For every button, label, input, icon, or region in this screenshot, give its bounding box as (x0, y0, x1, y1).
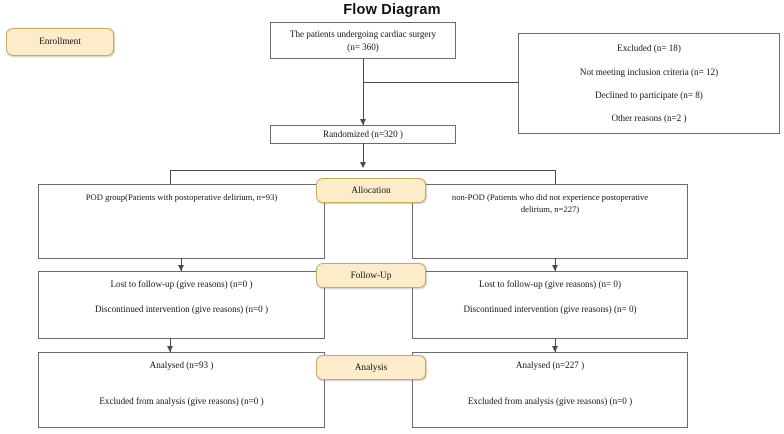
connector-split-left (170, 170, 171, 184)
node-analysis-left-line-2: Excluded from analysis (give reasons) (n… (99, 396, 264, 407)
stage-pill-allocation-label: Allocation (351, 185, 391, 196)
node-nonpod-group-line-2: delirium, n=227) (520, 203, 580, 214)
arrow-followup-to-analysis-left (166, 346, 173, 352)
connector-split-right (555, 170, 556, 184)
node-analysis-right-line-2: Excluded from analysis (give reasons) (n… (467, 396, 633, 407)
arrow-followup-to-analysis-right (551, 346, 558, 352)
node-excluded-line-4: Other reasons (n=2 ) (611, 113, 687, 124)
node-excluded-box: Excluded (n= 18) Not meeting inclusion c… (518, 33, 780, 134)
arrow-into-randomized (359, 119, 366, 125)
arrow-nonpod-to-followup (551, 265, 558, 271)
allocation-split-bar (170, 170, 555, 171)
node-followup-right-box: Lost to follow-up (give reasons) (n= 0) … (412, 271, 688, 339)
connector-to-excluded (363, 82, 518, 83)
node-followup-left-line-1: Lost to follow-up (give reasons) (n=0 ) (110, 279, 253, 289)
page-title: Flow Diagram (343, 2, 441, 18)
node-analysis-right-line-1: Analysed (n=227 ) (515, 360, 585, 370)
stage-pill-enrollment[interactable]: Enrollment (6, 28, 114, 56)
node-analysis-left-box: Analysed (n=93 ) Excluded from analysis … (38, 352, 325, 428)
stage-pill-analysis-label: Analysis (354, 362, 388, 373)
node-randomized-line-1: Randomized (n=320 ) (323, 129, 403, 140)
node-excluded-line-3: Declined to participate (n= 8) (595, 90, 703, 100)
node-assessed-line-1: The patients undergoing cardiac surgery (289, 29, 437, 40)
node-nonpod-group-box: non-POD (Patients who did not experience… (412, 184, 688, 259)
arrow-pod-to-followup (177, 265, 184, 271)
arrow-randomized-down (359, 162, 366, 168)
node-followup-right-line-2: Discontinued intervention (give reasons)… (463, 304, 637, 315)
node-pod-group-line-1: POD group(Patients with postoperative de… (85, 192, 278, 202)
connector-followup-to-analysis-right (555, 339, 556, 352)
node-pod-group-box: POD group(Patients with postoperative de… (38, 184, 325, 259)
connector-pod-to-followup (181, 258, 182, 271)
stage-pill-analysis[interactable]: Analysis (316, 355, 426, 380)
stage-pill-allocation[interactable]: Allocation (316, 178, 426, 203)
node-analysis-right-box: Analysed (n=227 ) Excluded from analysis… (412, 352, 688, 428)
node-followup-left-line-2: Discontinued intervention (give reasons)… (94, 304, 269, 315)
node-assessed-line-2: (n= 360) (347, 41, 379, 52)
node-nonpod-group-line-1: non-POD (Patients who did not experience… (451, 192, 649, 202)
connector-followup-to-analysis-left (170, 339, 171, 352)
stage-pill-followup-label: Follow-Up (350, 270, 392, 281)
connector-nonpod-to-followup (555, 258, 556, 271)
node-excluded-line-2: Not meeting inclusion criteria (n= 12) (579, 66, 719, 77)
node-randomized-box: Randomized (n=320 ) (270, 125, 456, 144)
node-analysis-left-line-1: Analysed (n=93 ) (149, 360, 214, 370)
stage-pill-enrollment-label: Enrollment (39, 37, 81, 47)
node-excluded-line-1: Excluded (n= 18) (617, 43, 681, 54)
connector-assessed-to-randomized (363, 59, 364, 125)
connector-randomized-down (363, 143, 364, 167)
node-assessed-box: The patients undergoing cardiac surgery … (270, 22, 456, 59)
node-followup-left-box: Lost to follow-up (give reasons) (n=0 ) … (38, 271, 325, 339)
stage-pill-followup[interactable]: Follow-Up (316, 263, 426, 288)
node-followup-right-line-1: Lost to follow-up (give reasons) (n= 0) (478, 279, 621, 289)
